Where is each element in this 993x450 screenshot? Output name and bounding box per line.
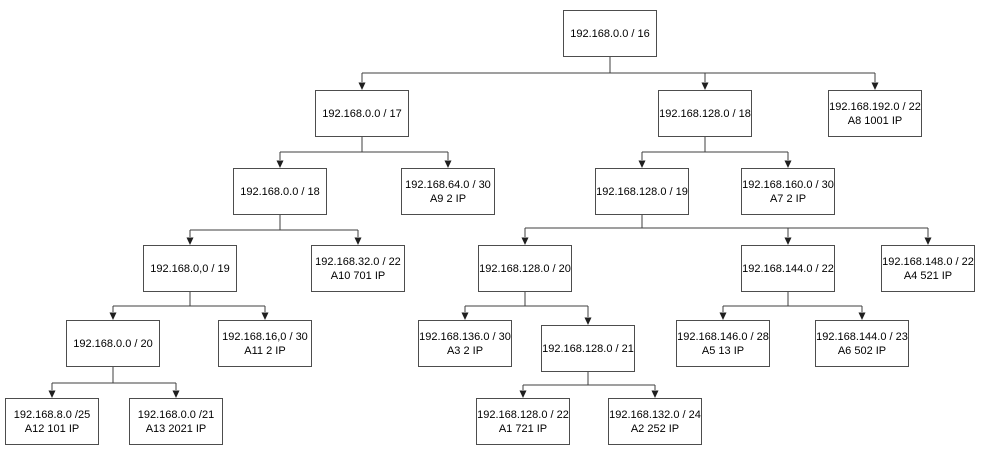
- subnet-assignment: A1 721 IP: [498, 422, 548, 435]
- node-s128-21[interactable]: 192.168.128.0 / 21: [541, 325, 635, 372]
- edge-s17-children: [276, 137, 452, 168]
- subnet-assignment: A7 2 IP: [769, 192, 807, 205]
- node-root[interactable]: 192.168.0.0 / 16: [563, 10, 657, 57]
- subnet-label: 192.168.136.0 / 30: [419, 330, 511, 343]
- subnet-label: 192.168.128.0 / 19: [596, 185, 688, 198]
- node-s128-18[interactable]: 192.168.128.0 / 18: [658, 90, 752, 137]
- node-a6[interactable]: 192.168.144.0 / 23 A6 502 IP: [815, 320, 909, 367]
- edge-s128-19-children: [521, 215, 932, 245]
- subnet-label: 192.168.148.0 / 22: [882, 255, 974, 268]
- node-a10[interactable]: 192.168.32.0 / 22 A10 701 IP: [311, 245, 405, 292]
- node-s0-18[interactable]: 192.168.0.0 / 18: [233, 168, 327, 215]
- subnet-label: 192.168.16,0 / 30: [222, 330, 308, 343]
- edge-s128-21-children: [519, 372, 659, 398]
- edge-s0-19-children: [109, 292, 269, 320]
- subnet-label: 192.168.128.0 / 21: [542, 342, 634, 355]
- subnet-assignment: A4 521 IP: [903, 269, 953, 282]
- edge-s0-18-children: [186, 215, 362, 245]
- node-a9[interactable]: 192.168.64.0 / 30 A9 2 IP: [401, 168, 495, 215]
- subnet-assignment: A8 1001 IP: [847, 114, 903, 127]
- node-a2[interactable]: 192.168.132.0 / 24 A2 252 IP: [608, 398, 702, 445]
- subnet-label: 192.168.0.0 / 16: [570, 27, 650, 40]
- subnet-assignment: A9 2 IP: [429, 192, 467, 205]
- node-s128-19[interactable]: 192.168.128.0 / 19: [595, 168, 689, 215]
- subnet-label: 192.168.128.0 / 22: [477, 408, 569, 421]
- node-a5[interactable]: 192.168.146.0 / 28 A5 13 IP: [676, 320, 770, 367]
- subnet-assignment: A3 2 IP: [446, 344, 484, 357]
- node-a1[interactable]: 192.168.128.0 / 22 A1 721 IP: [476, 398, 570, 445]
- subnet-label: 192.168.32.0 / 22: [315, 255, 401, 268]
- node-s17[interactable]: 192.168.0.0 / 17: [315, 90, 409, 137]
- subnet-label: 192.168.0.0 / 20: [73, 337, 153, 350]
- subnet-label: 192.168.144.0 / 22: [742, 262, 834, 275]
- node-s144-22[interactable]: 192.168.144.0 / 22: [741, 245, 835, 292]
- subnet-label: 192.168.128.0 / 18: [659, 107, 751, 120]
- subnet-assignment: A12 101 IP: [24, 422, 80, 435]
- edge-s128-18-children: [638, 137, 792, 168]
- node-s128-20[interactable]: 192.168.128.0 / 20: [478, 245, 572, 292]
- edge-s0-20-children: [48, 367, 180, 398]
- subnet-assignment: A13 2021 IP: [145, 422, 207, 435]
- node-a3[interactable]: 192.168.136.0 / 30 A3 2 IP: [418, 320, 512, 367]
- node-a12[interactable]: 192.168.8.0 /25 A12 101 IP: [5, 398, 99, 445]
- subnet-label: 192.168.160.0 / 30: [742, 178, 834, 191]
- subnet-label: 192.168.192.0 / 22: [829, 100, 921, 113]
- subnet-label: 192.168.0.0 /21: [137, 408, 215, 421]
- node-s0-20[interactable]: 192.168.0.0 / 20: [66, 320, 160, 367]
- subnet-assignment: A6 502 IP: [837, 344, 887, 357]
- edge-s144-22-children: [719, 292, 866, 320]
- subnet-label: 192.168.144.0 / 23: [816, 330, 908, 343]
- subnet-assignment: A2 252 IP: [630, 422, 680, 435]
- node-a4[interactable]: 192.168.148.0 / 22 A4 521 IP: [881, 245, 975, 292]
- node-s0-19[interactable]: 192.168.0,0 / 19: [143, 245, 237, 292]
- node-a13[interactable]: 192.168.0.0 /21 A13 2021 IP: [129, 398, 223, 445]
- subnet-label: 192.168.128.0 / 20: [479, 262, 571, 275]
- subnet-label: 192.168.0.0 / 18: [240, 185, 320, 198]
- subnet-label: 192.168.64.0 / 30: [405, 178, 491, 191]
- subnet-label: 192.168.0.0 / 17: [322, 107, 402, 120]
- subnet-label: 192.168.146.0 / 28: [677, 330, 769, 343]
- subnet-label: 192.168.8.0 /25: [13, 408, 91, 421]
- subnet-assignment: A10 701 IP: [330, 269, 386, 282]
- edge-root-children: [358, 57, 879, 90]
- subnet-assignment: A5 13 IP: [701, 344, 745, 357]
- subnet-label: 192.168.0,0 / 19: [150, 262, 230, 275]
- node-a11[interactable]: 192.168.16,0 / 30 A11 2 IP: [218, 320, 312, 367]
- subnet-label: 192.168.132.0 / 24: [609, 408, 701, 421]
- subnet-assignment: A11 2 IP: [244, 344, 286, 357]
- node-a7[interactable]: 192.168.160.0 / 30 A7 2 IP: [741, 168, 835, 215]
- node-a8[interactable]: 192.168.192.0 / 22 A8 1001 IP: [828, 90, 922, 137]
